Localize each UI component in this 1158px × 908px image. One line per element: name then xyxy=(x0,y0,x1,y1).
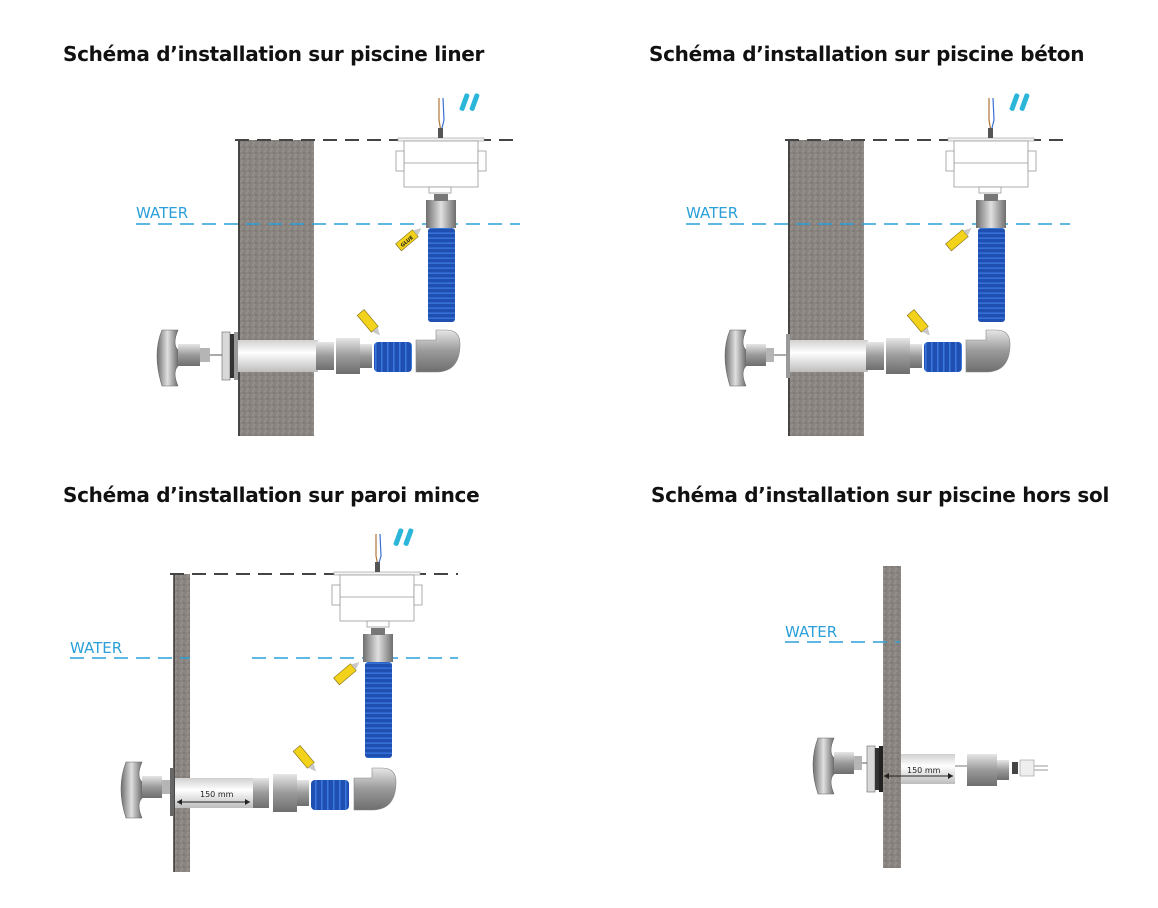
glue-tube-icon xyxy=(292,745,316,772)
panel-title-liner: Schéma d’installation sur piscine liner xyxy=(63,42,485,66)
junction-box xyxy=(945,137,1037,194)
pvc-pipe xyxy=(175,778,253,808)
flex-hose-horizontal xyxy=(374,342,412,372)
glue-tube-icon xyxy=(945,228,972,252)
junction-box xyxy=(331,571,423,628)
wall-flange xyxy=(170,768,174,816)
glue-tube-icon xyxy=(356,309,380,336)
reducer-fitting xyxy=(967,754,997,786)
diagram-beton: WATER xyxy=(550,0,1158,460)
glue-tube-icon xyxy=(906,309,930,336)
threaded-adapter xyxy=(316,342,334,370)
panel-title-paroi-mince: Schéma d’installation sur paroi mince xyxy=(63,483,480,507)
wall-flange xyxy=(221,331,238,381)
panel-title-hors-sol: Schéma d’installation sur piscine hors s… xyxy=(651,483,1110,507)
cable-wires xyxy=(438,97,445,138)
pvc-pipe xyxy=(790,340,868,372)
jet-nozzle xyxy=(812,737,868,795)
pvc-pipe xyxy=(238,340,318,372)
diagram-beton-svg: WATER xyxy=(686,93,1070,436)
wire-connectors-icon xyxy=(393,528,414,546)
threaded-adapter xyxy=(253,778,269,808)
wire-connectors-icon xyxy=(1009,93,1030,111)
metal-coupler-vertical xyxy=(976,200,1006,228)
flex-hose-horizontal xyxy=(924,342,962,372)
wire-connectors-icon xyxy=(459,93,480,111)
water-label: WATER xyxy=(70,639,122,657)
jet-nozzle xyxy=(156,329,222,387)
flex-hose-vertical xyxy=(365,662,392,758)
wall-flange xyxy=(866,745,883,793)
reducer-fitting xyxy=(273,774,297,812)
cable-gland xyxy=(1012,762,1018,774)
metal-coupler-vertical xyxy=(363,634,393,662)
pool-wall xyxy=(238,140,314,436)
threaded-adapter xyxy=(866,342,884,370)
jet-nozzle xyxy=(120,761,170,819)
jet-nozzle xyxy=(724,329,786,387)
diagram-liner-svg: WATER GLUE xyxy=(136,93,520,436)
dimension-arrow xyxy=(884,773,953,779)
diagram-paroi-mince-svg: WATER xyxy=(70,528,458,872)
water-label: WATER xyxy=(785,623,837,641)
reducer-fitting xyxy=(886,338,910,374)
flex-hose-horizontal xyxy=(311,780,349,810)
dimension-arrow xyxy=(177,799,250,805)
diagram-liner: WATER GLUE xyxy=(0,0,580,460)
pool-wall xyxy=(883,566,901,868)
cable-wires xyxy=(988,97,995,138)
dimension-label: 150 mm xyxy=(200,790,234,799)
water-label: WATER xyxy=(136,204,188,222)
elbow-fitting xyxy=(965,329,1011,373)
water-label: WATER xyxy=(686,204,738,222)
diagram-paroi-mince: WATER xyxy=(70,528,458,872)
metal-coupler-vertical xyxy=(426,200,456,228)
elbow-fitting xyxy=(415,329,461,373)
elbow-fitting xyxy=(353,767,397,811)
pool-wall xyxy=(788,140,864,436)
flex-hose-vertical xyxy=(978,228,1005,322)
glue-tube-icon xyxy=(333,662,360,686)
reducer-fitting xyxy=(336,338,360,374)
cable-wires xyxy=(375,533,382,572)
dimension-label: 150 mm xyxy=(907,766,941,775)
junction-box xyxy=(395,137,487,194)
panel-title-beton: Schéma d’installation sur piscine béton xyxy=(649,42,1085,66)
flex-hose-vertical xyxy=(428,228,455,322)
pvc-pipe xyxy=(901,754,955,784)
wall-flange xyxy=(786,334,790,378)
